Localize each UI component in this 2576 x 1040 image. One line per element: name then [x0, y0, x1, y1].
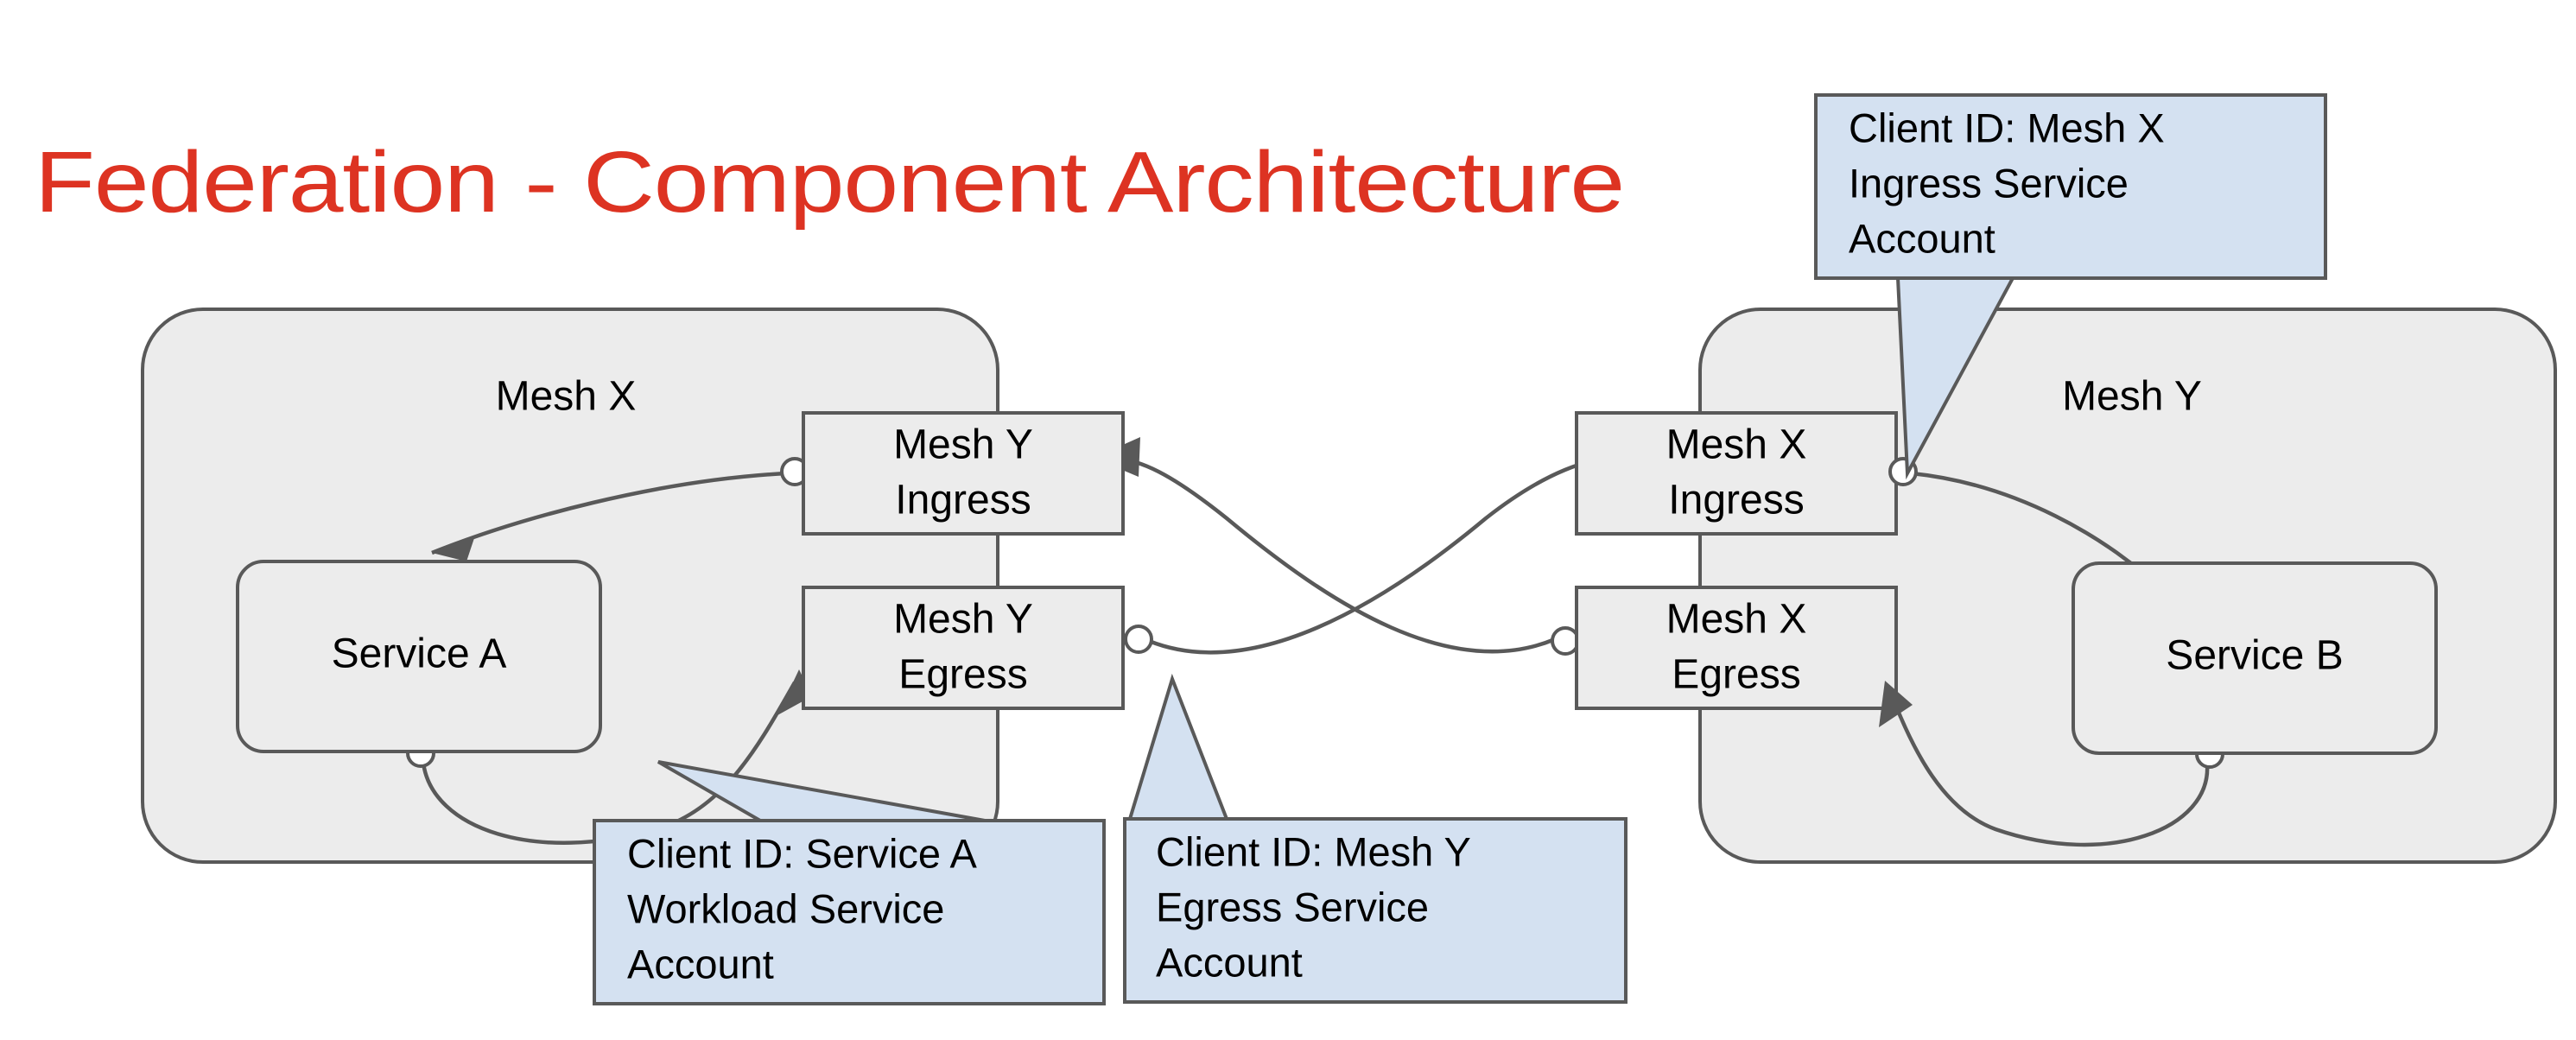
mesh-y-ingress-label-line1: Mesh Y: [893, 422, 1033, 468]
mesh-x-ingress-label-line1: Mesh X: [1666, 422, 1807, 468]
service-b-box: [2072, 561, 2438, 755]
service-b-label: Service B: [2166, 633, 2343, 679]
endpoint-mesh-x-egress-left: [1551, 626, 1580, 656]
connection-mesh-x-egress-to-mesh-y-ingress: [1112, 455, 1556, 654]
mesh-y-egress-box: [802, 586, 1125, 710]
callout-box-mesh-x-ingress: [1814, 93, 2327, 280]
callout-mesh-y-egress-line3: Account: [1156, 939, 1303, 985]
callout-mesh-x-ingress-line1: Client ID: Mesh X: [1849, 105, 2165, 150]
service-a-label: Service A: [332, 631, 507, 677]
callout-mesh-x-ingress: Client ID: Mesh X Ingress Service Accoun…: [1814, 93, 2327, 480]
callout-mesh-y-egress-line1: Client ID: Mesh Y: [1156, 828, 1471, 874]
callout-mesh-x-ingress-line2: Ingress Service: [1849, 160, 2129, 206]
endpoint-mesh-y-egress-right: [1124, 625, 1153, 654]
mesh-y-ingress-box: [802, 411, 1125, 536]
mesh-y-egress-label-line2: Egress: [898, 652, 1027, 698]
mesh-x-label: Mesh X: [496, 374, 637, 420]
mesh-x-egress-label-line1: Mesh X: [1666, 597, 1807, 643]
callout-mesh-y-egress-line2: Egress Service: [1156, 884, 1429, 929]
mesh-y-ingress-label-line2: Ingress: [895, 478, 1031, 523]
callout-mesh-x-ingress-line3: Account: [1849, 215, 1995, 261]
callout-service-a-line2: Workload Service: [627, 885, 944, 931]
page-title: Federation - Component Architecture: [35, 134, 1624, 231]
arrowhead-service-a-top: [432, 536, 475, 561]
connection-service-b-to-mesh-x-egress: [1889, 694, 2210, 847]
connection-mesh-y-egress-to-mesh-x-ingress: [1148, 453, 1625, 655]
callout-service-a: Client ID: Service A Workload Service Ac…: [593, 760, 1106, 1005]
callout-box-mesh-y-egress: [1123, 817, 1627, 1004]
mesh-y-label: Mesh Y: [2062, 374, 2202, 420]
mesh-x-egress-label-line2: Egress: [1672, 652, 1800, 698]
callout-mesh-y-egress: Client ID: Mesh Y Egress Service Account: [1123, 673, 1627, 1004]
callout-box-service-a: [593, 819, 1106, 1005]
callout-service-a-line1: Client ID: Service A: [627, 830, 978, 876]
arrowhead-mesh-x-egress-right: [1879, 681, 1913, 727]
mesh-x-ingress-label-line2: Ingress: [1668, 478, 1804, 523]
mesh-y-egress-label-line1: Mesh Y: [893, 597, 1033, 643]
callout-service-a-line3: Account: [627, 941, 774, 986]
mesh-x-egress-box: [1575, 586, 1898, 710]
callout-tail-mesh-y-egress: [1127, 673, 1229, 821]
service-a-box: [236, 560, 602, 753]
